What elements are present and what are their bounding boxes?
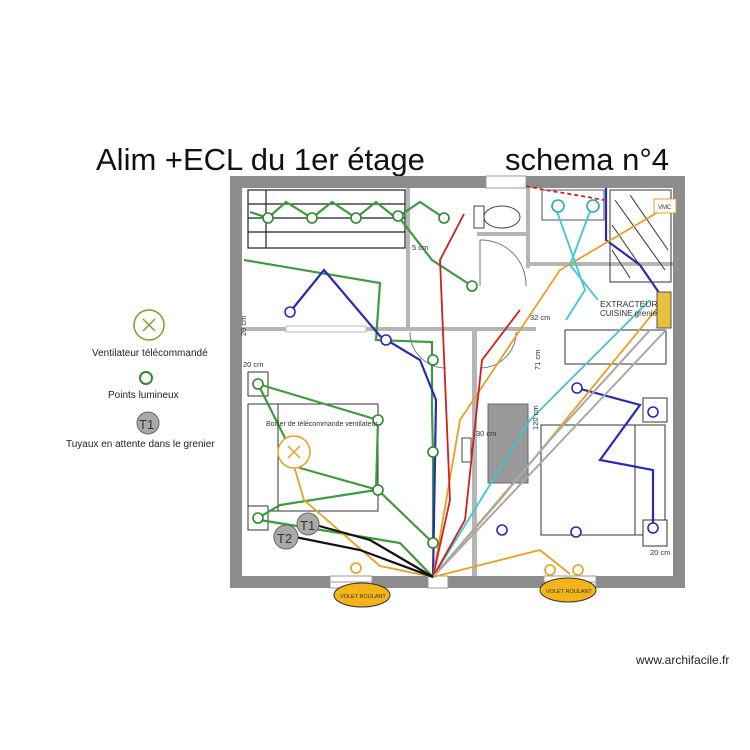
pipe-t2: T2 [273,524,299,550]
black-circuit [289,522,434,579]
extractor-label-2: CUISINE grenier [600,309,660,318]
grey-circuit [432,329,667,578]
light-point [372,484,384,496]
light-legend-icon [139,371,153,385]
dimension-label: 20 cm [243,360,263,369]
light-point [350,212,362,224]
extractor-icon [656,291,672,329]
vmc-icon: VMC [653,198,677,214]
light-point [372,414,384,426]
light-point [252,378,264,390]
kitchen-island [487,403,529,484]
dimension-label: 20 cm [239,316,248,336]
dimension-label: 120 cm [531,405,540,430]
blue-light-points [284,306,659,538]
light-point [284,306,296,318]
doors [409,239,527,369]
pipe-legend-icon: T1 [136,411,160,435]
dimension-label: 32 cm [530,313,550,322]
plan-title: Alim +ECL du 1er étage [96,142,425,177]
light-point [252,512,264,524]
light-point [496,524,508,536]
light-point [427,354,439,366]
cyan-light-points [551,199,600,213]
light-point [586,199,600,213]
legend-fan-label: Ventilateur télécommandé [92,348,208,359]
dimension-label: 30 cm [476,429,496,438]
legend-light-label: Points lumineux [108,390,179,401]
light-points [252,210,478,549]
top-window [485,175,527,189]
svg-text:T1: T1 [300,518,315,533]
dimensions: 5 cm 20 cm 20 cm 32 cm 71 cm 30 cm 120 c… [239,243,670,557]
svg-text:VOLET ROULANT: VOLET ROULANT [546,589,592,595]
light-point [392,210,404,222]
blue-circuit [289,188,665,578]
red-circuit [432,185,605,578]
light-point [380,334,392,346]
staircase [247,189,406,249]
light-point [427,446,439,458]
light-point [438,212,450,224]
dimension-label: 20 cm [650,548,670,557]
rolling-shutter-left: VOLET ROULANT [333,582,391,608]
svg-text:T2: T2 [277,531,292,546]
bed-right [540,397,668,547]
svg-text:T1: T1 [139,417,154,432]
dimension-label: 71 cm [533,350,542,370]
svg-text:VMC: VMC [658,205,672,211]
outer-walls [230,176,685,588]
toilet [473,205,521,229]
extractor-label-1: EXTRACTEUR [600,299,658,309]
schema-number: schema n°4 [505,142,669,177]
light-point [570,526,582,538]
rolling-shutter-right: VOLET ROULANT [539,577,597,603]
orange-light-points [350,562,584,576]
bottom-opening [427,575,449,589]
bed-left [247,371,379,531]
fan-legend-icon [133,309,165,341]
cyan-circuit [432,205,651,578]
light-point [306,212,318,224]
green-circuit [243,200,473,578]
light-point [572,564,584,576]
light-point [551,199,565,213]
light-point [544,564,556,576]
light-point [427,537,439,549]
light-point [350,562,362,574]
fan-blades-icon [287,445,301,459]
svg-text:VOLET ROULANT: VOLET ROULANT [340,594,386,600]
light-point [647,406,659,418]
watermark: www.archifacile.fr [636,653,730,667]
wardrobe-left [461,437,472,463]
light-point [466,280,478,292]
fan-box-label: Boitier de télécommande ventilateur [266,421,378,428]
dimension-label: 5 cm [412,243,428,252]
light-point [571,382,583,394]
legend-pipe-label: Tuyaux en attente dans le grenier [66,439,215,450]
interior-window [285,325,367,333]
light-point [647,522,659,534]
light-point [262,212,274,224]
pipe-t1: T1 [296,512,320,536]
